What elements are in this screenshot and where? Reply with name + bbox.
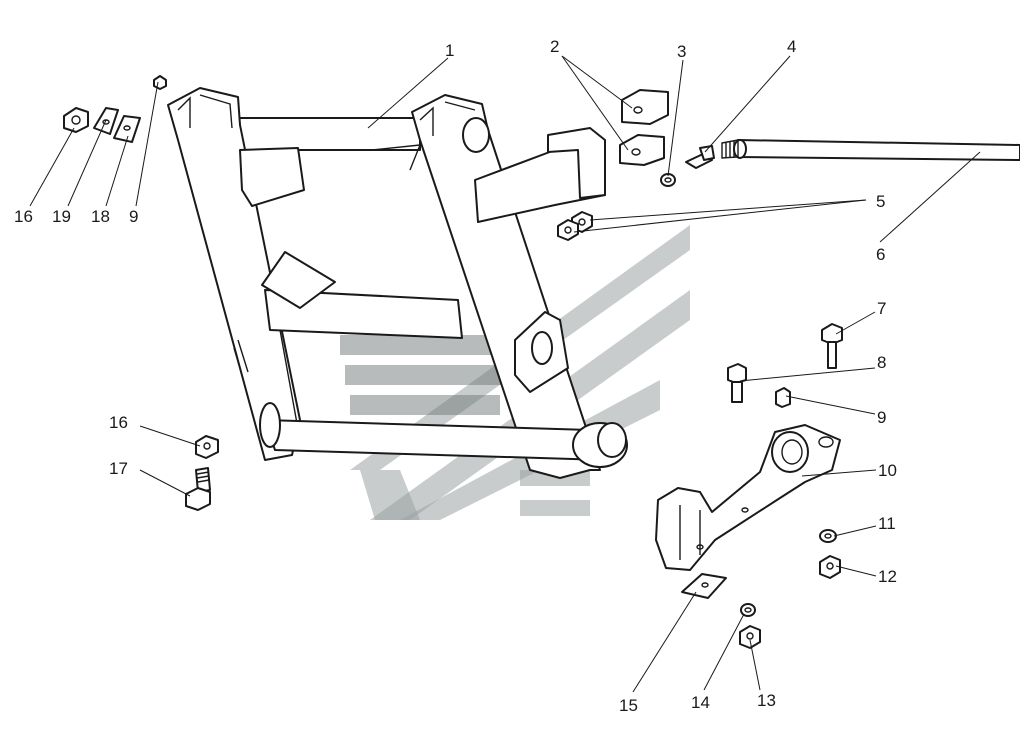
callout-15: 15 — [619, 696, 638, 715]
callout-9-left: 9 — [129, 207, 138, 226]
callout-10: 10 — [878, 461, 897, 480]
callout-5: 5 — [876, 192, 885, 211]
grease-nipple-part-9-left — [153, 75, 167, 90]
callout-labels: 1 2 3 4 5 6 7 8 9 9 10 11 12 13 14 15 16… — [14, 37, 897, 715]
bolt-part-17 — [185, 467, 211, 511]
callout-19: 19 — [52, 207, 71, 226]
callout-12: 12 — [878, 567, 897, 586]
washer-part-14 — [740, 603, 756, 617]
main-frame-part-1 — [167, 87, 628, 479]
callout-2: 2 — [550, 37, 559, 56]
callout-3: 3 — [677, 42, 686, 61]
block-part-2 — [619, 89, 669, 166]
rod-part-6 — [721, 139, 1020, 161]
plate-part-18 — [113, 115, 141, 143]
leader-lines — [29, 55, 981, 693]
callout-9-right: 9 — [877, 408, 886, 427]
callout-6: 6 — [876, 245, 885, 264]
washer-part-11 — [819, 529, 837, 543]
callout-16-lower: 16 — [109, 413, 128, 432]
callout-18: 18 — [91, 207, 110, 226]
callout-11: 11 — [878, 514, 896, 533]
callout-16-top: 16 — [14, 207, 33, 226]
callout-14: 14 — [691, 693, 710, 712]
bolt-part-4 — [685, 145, 715, 169]
bolt-part-8 — [727, 363, 747, 403]
bracket-part-10 — [655, 424, 841, 571]
frame-arm-bracket — [474, 127, 606, 223]
callout-8: 8 — [877, 353, 886, 372]
nut-part-16-top — [63, 107, 89, 133]
callout-17: 17 — [109, 459, 128, 478]
plate-part-15 — [681, 573, 727, 599]
bolt-part-7 — [821, 323, 843, 369]
callout-1: 1 — [445, 41, 454, 60]
nut-part-16-lower — [195, 435, 219, 459]
nut-part-12 — [819, 555, 841, 579]
grease-nipple-part-9 — [775, 387, 791, 408]
callout-7: 7 — [877, 299, 886, 318]
callout-4: 4 — [787, 37, 796, 56]
nut-part-13 — [739, 625, 761, 649]
nuts-part-5 — [557, 211, 593, 241]
callout-13: 13 — [757, 691, 776, 710]
